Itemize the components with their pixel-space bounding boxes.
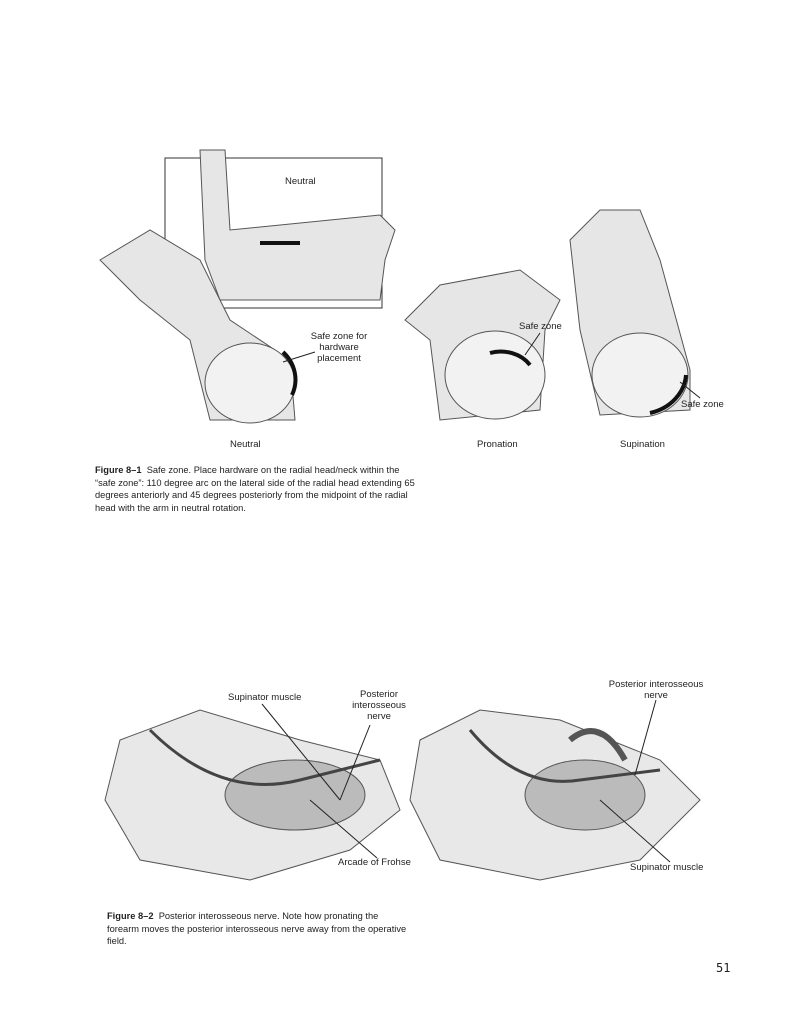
label-safe-zone-hardware: Safe zone for hardware placement [310,331,368,364]
label-arcade-of-frohse: Arcade of Frohse [338,857,411,868]
label-pronation: Pronation [477,439,518,450]
caption-label: Figure 8–2 [107,911,154,921]
label-supinator-left: Supinator muscle [228,692,302,703]
figure-8-2-illustration [104,699,701,881]
caption-label: Figure 8–1 [95,465,142,475]
caption-text: Safe zone. Place hardware on the radial … [95,465,415,513]
right-supinator-muscle [524,759,646,831]
label-supination: Supination [620,439,665,450]
page-number: 51 [716,961,731,975]
figure-8-1-illustration [99,149,701,424]
label-inset-neutral: Neutral [285,176,316,187]
label-neutral: Neutral [230,439,261,450]
caption-text: Posterior interosseous nerve. Note how p… [107,911,407,947]
elbow-inset-drawing [199,149,396,301]
left-supinator-muscle [224,759,366,831]
label-safe-zone-pronation: Safe zone [519,321,562,332]
label-safe-zone-supination: Safe zone [681,399,724,410]
label-pin-right: Posterior interosseous nerve [608,679,704,701]
figure-8-1-caption: Figure 8–1 Safe zone. Place hardware on … [95,464,415,514]
label-supinator-right: Supinator muscle [630,862,704,873]
figure-8-2-caption: Figure 8–2 Posterior interosseous nerve.… [107,910,407,948]
label-pin-left: Posterior interosseous nerve [352,689,406,722]
